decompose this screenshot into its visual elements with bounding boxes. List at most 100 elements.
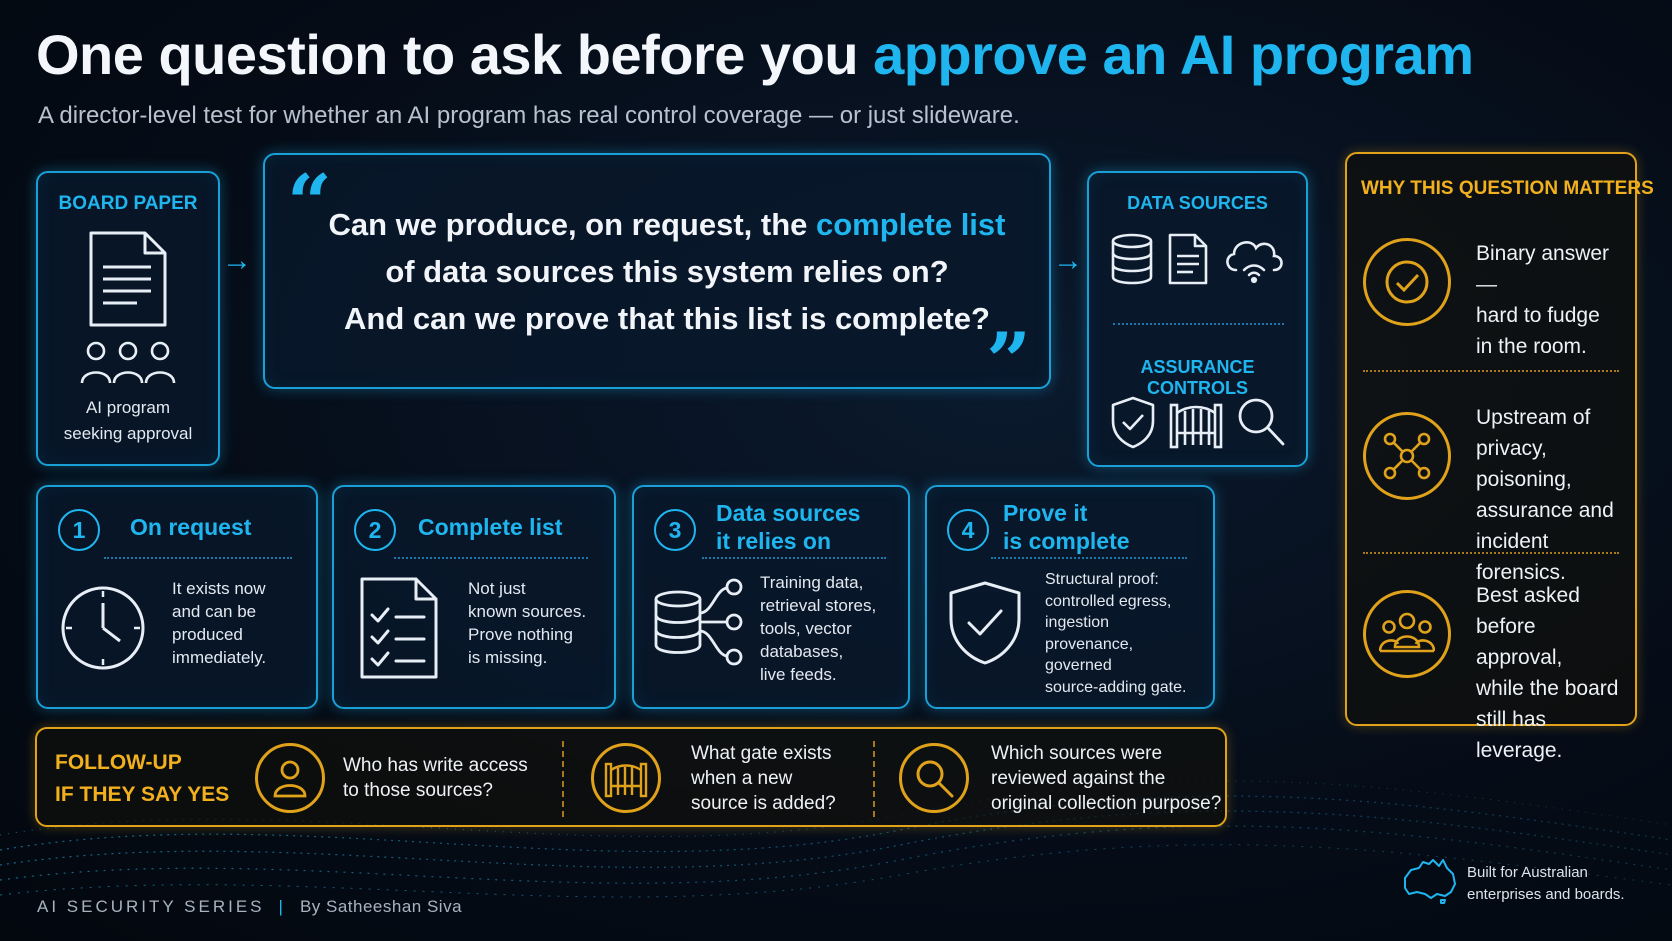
assurance-controls-label: ASSURANCE CONTROLS [1140,357,1255,398]
board-caption: AI program seeking approval [38,395,218,447]
step-number: 2 [354,509,396,551]
step-heading: Data sources it relies on [716,499,860,555]
why-item: Binary answer — hard to fudge in the roo… [1363,238,1625,358]
followup-line: source is added? [691,793,836,814]
step-description: Structural proof: controlled egress, ing… [1045,569,1186,698]
step-heading-line: is complete [1003,528,1130,554]
why-item-line: Best asked [1476,584,1580,607]
followup-line: What gate exists [691,743,832,764]
gate-icon [1169,403,1222,449]
magnifier-icon [899,743,969,813]
step-desc-line: ingestion [1045,614,1110,631]
group-icon [1363,590,1451,678]
step-desc-line: Not just [468,579,526,598]
step-desc-line: source-adding gate. [1045,678,1187,696]
step-desc-line: Structural proof: [1045,571,1159,588]
database-icon [1111,233,1153,285]
followup-divider [562,741,564,817]
step-heading-line: Data sources [716,500,861,526]
step-description: Not just known sources. Prove nothing is… [468,577,586,669]
database-network-icon [654,578,743,666]
step-desc-line: retrieval stores, [760,596,877,615]
why-item-line: Upstream of [1476,406,1591,429]
series-name: AI SECURITY SERIES [37,897,265,916]
page-title: One question to ask before you approve a… [36,22,1474,87]
step-desc-line: live feeds. [760,665,837,684]
followup-bar: FOLLOW-UP IF THEY SAY YES Who has write … [35,727,1227,827]
footer-divider: | [278,897,286,916]
step-card-3: 3 Data sources it relies on Training dat… [632,485,910,709]
step-desc-line: governed [1045,657,1112,674]
title-main: One question to ask before you [36,23,874,86]
step-card-4: 4 Prove it is complete Structural proof:… [925,485,1215,709]
key-question-text: Can we produce, on request, the complete… [305,201,1029,342]
data-sources-card: DATA SOURCES ASSURANCE CONTROLS [1087,171,1308,467]
data-sources-divider [1113,323,1284,325]
title-accent: approve an AI program [873,23,1474,86]
network-icon [1363,412,1451,500]
why-item: Upstream of privacy, poisoning, assuranc… [1363,402,1625,584]
step-divider [991,557,1187,559]
footer: AI SECURITY SERIES|By Satheeshan Siva [37,897,462,917]
followup-line: to those sources? [343,780,493,801]
built-line: enterprises and boards. [1467,886,1625,903]
why-item-line: before approval, [1476,615,1563,669]
shield-check-icon [1111,396,1154,449]
why-item-text: Best asked before approval, while the bo… [1476,580,1625,766]
followup-line: when a new [691,768,793,789]
step-desc-line: produced [172,625,243,644]
why-item-line: while the board [1476,677,1619,700]
gate-icon [591,743,661,813]
key-question-card: “ Can we produce, on request, the comple… [263,153,1051,401]
board-caption-line2: seeking approval [63,424,193,443]
check-circle-icon [1363,238,1451,326]
step-desc-line: databases, [760,642,844,661]
shield-check-icon [949,581,1021,665]
why-item-line: in the room. [1476,335,1587,358]
step-heading-line: On request [130,514,252,540]
cloud-icon [1226,241,1283,284]
step-card-1: 1 On request It exists now and can be pr… [36,485,318,709]
why-title: WHY THIS QUESTION MATTERS [1361,178,1654,199]
step-heading-line: Complete list [418,514,563,540]
followup-line: original collection purpose? [991,793,1222,814]
open-quote-icon: “ [287,158,332,249]
why-item-line: privacy, poisoning, [1476,437,1572,491]
australia-map-icon [1404,859,1456,904]
followup-divider [873,741,875,817]
why-panel: WHY THIS QUESTION MATTERS Binary answer … [1345,152,1654,762]
page-subtitle: A director-level test for whether an AI … [38,102,1020,129]
followup-label-line: IF THEY SAY YES [55,783,230,806]
built-line: Built for Australian [1467,864,1588,881]
followup-line: Which sources were [991,743,1163,764]
step-heading-line: it relies on [716,528,832,554]
document-icon [89,231,167,327]
step-desc-line: and can be [172,602,257,621]
step-heading: On request [130,513,251,541]
why-item-line: still has leverage. [1476,708,1563,762]
board-paper-card: BOARD PAPER AI program seeking approval [36,171,220,466]
question-part3: And can we prove that this list is compl… [344,301,990,336]
step-desc-line: tools, vector [760,619,852,638]
followup-question-3: Which sources were reviewed against the … [991,741,1221,816]
why-item-line: assurance and [1476,499,1614,522]
why-item-line: Binary answer — [1476,242,1610,296]
built-for-note: Built for Australian enterprises and boa… [1467,862,1625,906]
data-sources-label: DATA SOURCES [1127,193,1268,213]
checklist-icon [360,577,438,679]
people-icon [80,341,176,384]
step-number: 1 [58,509,100,551]
user-icon [255,743,325,813]
step-divider [702,557,886,559]
step-card-2: 2 Complete list Not just known sources. … [332,485,616,709]
followup-label-line: FOLLOW-UP [55,751,182,774]
step-description: It exists now and can be produced immedi… [172,577,266,669]
clock-icon [61,586,145,670]
why-item: Best asked before approval, while the bo… [1363,580,1625,762]
question-part2: of data sources this system relies on? [385,254,949,289]
why-divider [1363,552,1619,554]
arrow-right-icon: → [1053,244,1083,277]
arrow-right-icon: → [222,244,252,277]
followup-question-2: What gate exists when a new source is ad… [691,741,836,816]
followup-label: FOLLOW-UP IF THEY SAY YES [55,747,229,811]
